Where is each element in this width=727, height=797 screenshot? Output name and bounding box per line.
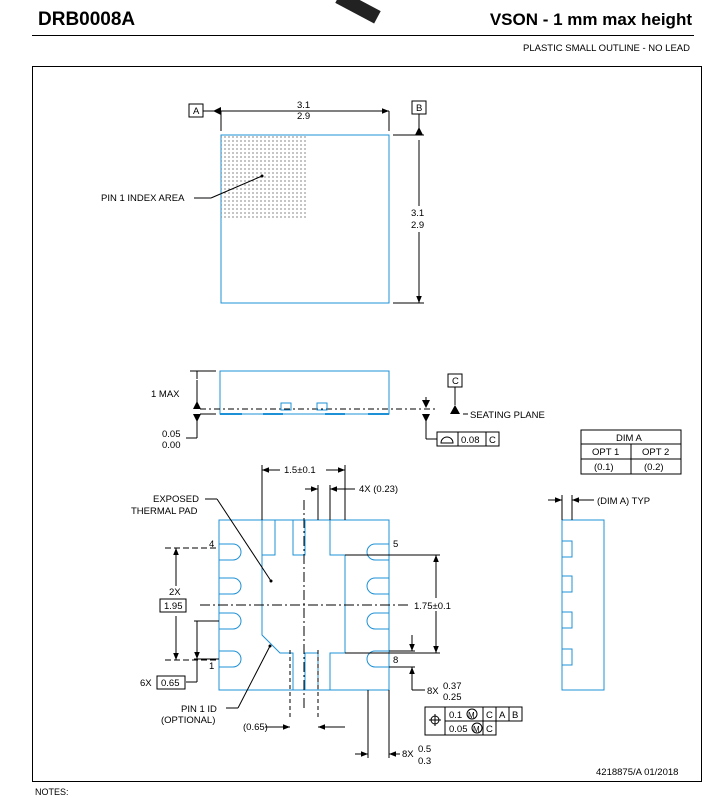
drawing-frame — [32, 66, 702, 782]
max-height-label: 1 MAX — [151, 389, 180, 400]
height-max: 3.1 — [411, 208, 424, 219]
length-min: 0.3 — [418, 756, 431, 767]
lead-width-label: 4X (0.23) — [359, 484, 398, 495]
pin1-index-label: PIN 1 INDEX AREA — [101, 193, 185, 204]
side-view-body — [219, 370, 390, 415]
pos-datum-a: A — [499, 710, 506, 721]
ref-pitch: (0.65) — [243, 722, 268, 733]
left-leads — [219, 543, 242, 668]
datum-b-label: B — [416, 103, 422, 114]
dim-table-value-1: (0.1) — [594, 462, 614, 473]
standoff-max: 0.05 — [162, 429, 181, 440]
dim-table-header-2: OPT 2 — [642, 447, 669, 458]
seating-plane-label: SEATING PLANE — [470, 410, 545, 421]
pin-8-label: 8 — [393, 655, 398, 666]
pitch-value: 1.95 — [164, 601, 183, 612]
lead-pitch-count: 6X — [140, 678, 152, 689]
datum-a-label: A — [193, 106, 200, 117]
end-view-label: (DIM A) TYP — [597, 496, 650, 507]
dim-table-header-1: OPT 1 — [592, 447, 619, 458]
width-max: 3.1 — [297, 100, 310, 111]
lead-width-max: 0.37 — [443, 681, 462, 692]
pos-datum-b: B — [512, 710, 518, 721]
pos-datum-c-2: C — [486, 724, 493, 735]
pin-1-label: 1 — [209, 661, 214, 672]
pitch-count: 2X — [169, 587, 181, 598]
doc-id: 4218875/A 01/2018 — [596, 767, 678, 778]
height-min: 2.9 — [411, 220, 424, 231]
pin-5-label: 5 — [393, 539, 398, 550]
pad-height: 1.75±0.1 — [414, 601, 451, 612]
length-max: 0.5 — [418, 744, 431, 755]
header-rule — [32, 35, 694, 36]
bottom-view: 1.5±0.1 4X (0.23) EXPOSED THERMAL PAD 4 … — [131, 463, 523, 767]
flatness-value: 0.08 — [461, 435, 480, 446]
header-subtitle: PLASTIC SMALL OUTLINE - NO LEAD — [523, 43, 690, 54]
pin1-id-optional: (OPTIONAL) — [161, 715, 215, 726]
top-view: A 3.1 2.9 B 3.1 2.9 PIN 1 INDEX AREA — [101, 100, 431, 304]
side-view: 1 MAX 0.05 0.00 C SEATING PLANE 0.08 C — [151, 370, 545, 451]
header-title: VSON - 1 mm max height — [489, 10, 692, 29]
pin1-id-label: PIN 1 ID — [181, 704, 217, 715]
pad-label-2: THERMAL PAD — [131, 506, 198, 517]
lead-width-min: 0.25 — [443, 692, 462, 703]
lead-count: 8X — [427, 686, 439, 697]
lead-pitch-value: 0.65 — [161, 678, 180, 689]
right-leads — [366, 543, 389, 668]
chip-icon — [335, 0, 381, 24]
header-part-number: DRB0008A — [38, 9, 136, 30]
end-view-body — [561, 519, 605, 691]
width-min: 2.9 — [297, 111, 310, 122]
pin1-index-area — [221, 135, 306, 220]
standoff-min: 0.00 — [162, 440, 181, 451]
notes-heading: NOTES: — [35, 787, 69, 797]
dim-table-value-2: (0.2) — [644, 462, 664, 473]
pos-tol-2: 0.05 — [449, 724, 468, 735]
pin-4-label: 4 — [209, 539, 214, 550]
svg-text:M: M — [468, 711, 475, 720]
svg-text:M: M — [473, 725, 480, 734]
dim-a-table: DIM A OPT 1 OPT 2 (0.1) (0.2) — [580, 429, 682, 475]
flatness-datum: C — [489, 435, 496, 446]
thermal-pad — [261, 520, 346, 690]
pad-width: 1.5±0.1 — [284, 465, 316, 476]
pos-datum-c: C — [486, 710, 493, 721]
datum-c-label: C — [452, 376, 459, 387]
end-view: (DIM A) TYP — [548, 495, 650, 691]
pad-label-1: EXPOSED — [153, 494, 199, 505]
length-count: 8X — [402, 749, 414, 760]
pos-tol-1: 0.1 — [449, 710, 462, 721]
dim-table-title: DIM A — [616, 433, 643, 444]
